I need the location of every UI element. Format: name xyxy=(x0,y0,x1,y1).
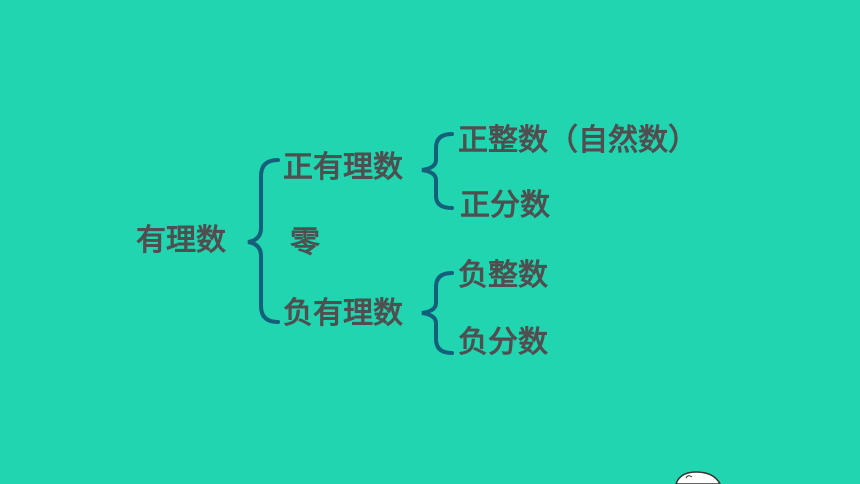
negative-rational-label: 负有理数 xyxy=(283,296,403,331)
brace-root xyxy=(247,158,280,324)
mascot-decoration xyxy=(675,471,721,484)
zero-label: 零 xyxy=(290,225,320,260)
brace-negative xyxy=(421,271,454,355)
positive-integer-label: 正整数（自然数） xyxy=(458,123,698,158)
root-label: 有理数 xyxy=(136,223,226,258)
negative-fraction-label: 负分数 xyxy=(458,325,548,360)
negative-integer-label: 负整数 xyxy=(458,258,548,293)
positive-rational-label: 正有理数 xyxy=(283,150,403,185)
brace-positive xyxy=(421,132,454,210)
positive-fraction-label: 正分数 xyxy=(460,188,550,223)
